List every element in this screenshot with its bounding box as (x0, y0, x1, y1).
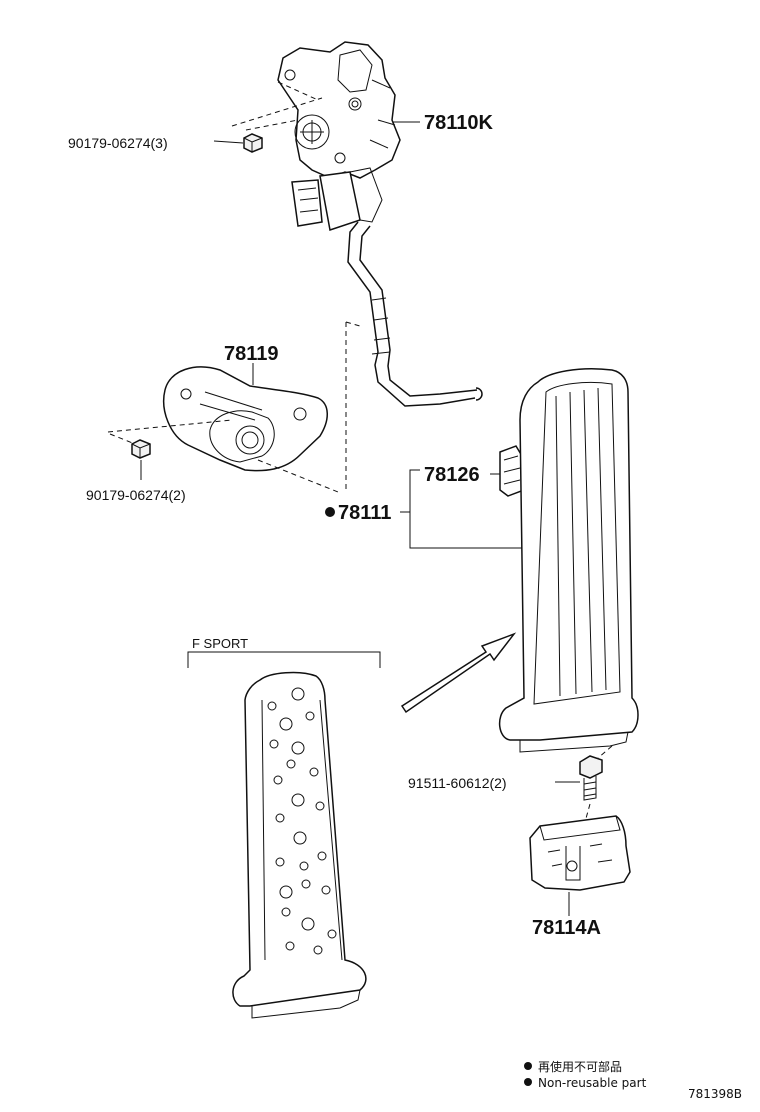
diagram-code: 781398B (688, 1087, 742, 1101)
pedal-holes (267, 687, 337, 955)
nut-icon (131, 439, 151, 459)
accelerator-pedal-standard (498, 367, 639, 753)
part-label-78126: 78126 (424, 464, 480, 486)
variant-label-f-sport: F SPORT (192, 636, 248, 651)
part-label-90179-06274-2: 90179-06274(2) (86, 487, 186, 503)
part-label-90179-06274-3: 90179-06274(3) (68, 135, 168, 151)
accelerator-pedal-f-sport (232, 671, 367, 1019)
pedal-bracket (163, 366, 328, 472)
mounting-bracket (529, 815, 631, 891)
part-label-91511-60612-2: 91511-60612(2) (408, 775, 507, 791)
legend-dot-icon (524, 1062, 532, 1070)
bolt-icon (579, 755, 603, 801)
legend-dot-icon (524, 1078, 532, 1086)
legend-english: Non-reusable part (538, 1076, 647, 1090)
stopper-clip (499, 445, 525, 497)
part-label-78111: 78111 (338, 502, 391, 524)
part-label-78119: 78119 (224, 343, 279, 365)
part-label-78114A: 78114A (532, 917, 601, 939)
nut-icon (243, 133, 263, 153)
legend-japanese: 再使用不可部品 (538, 1059, 622, 1074)
arrow-icon (400, 632, 517, 714)
non-reusable-dot-icon (325, 507, 335, 517)
part-label-78110K: 78110K (424, 112, 494, 134)
pedal-sensor-assembly (277, 41, 483, 407)
